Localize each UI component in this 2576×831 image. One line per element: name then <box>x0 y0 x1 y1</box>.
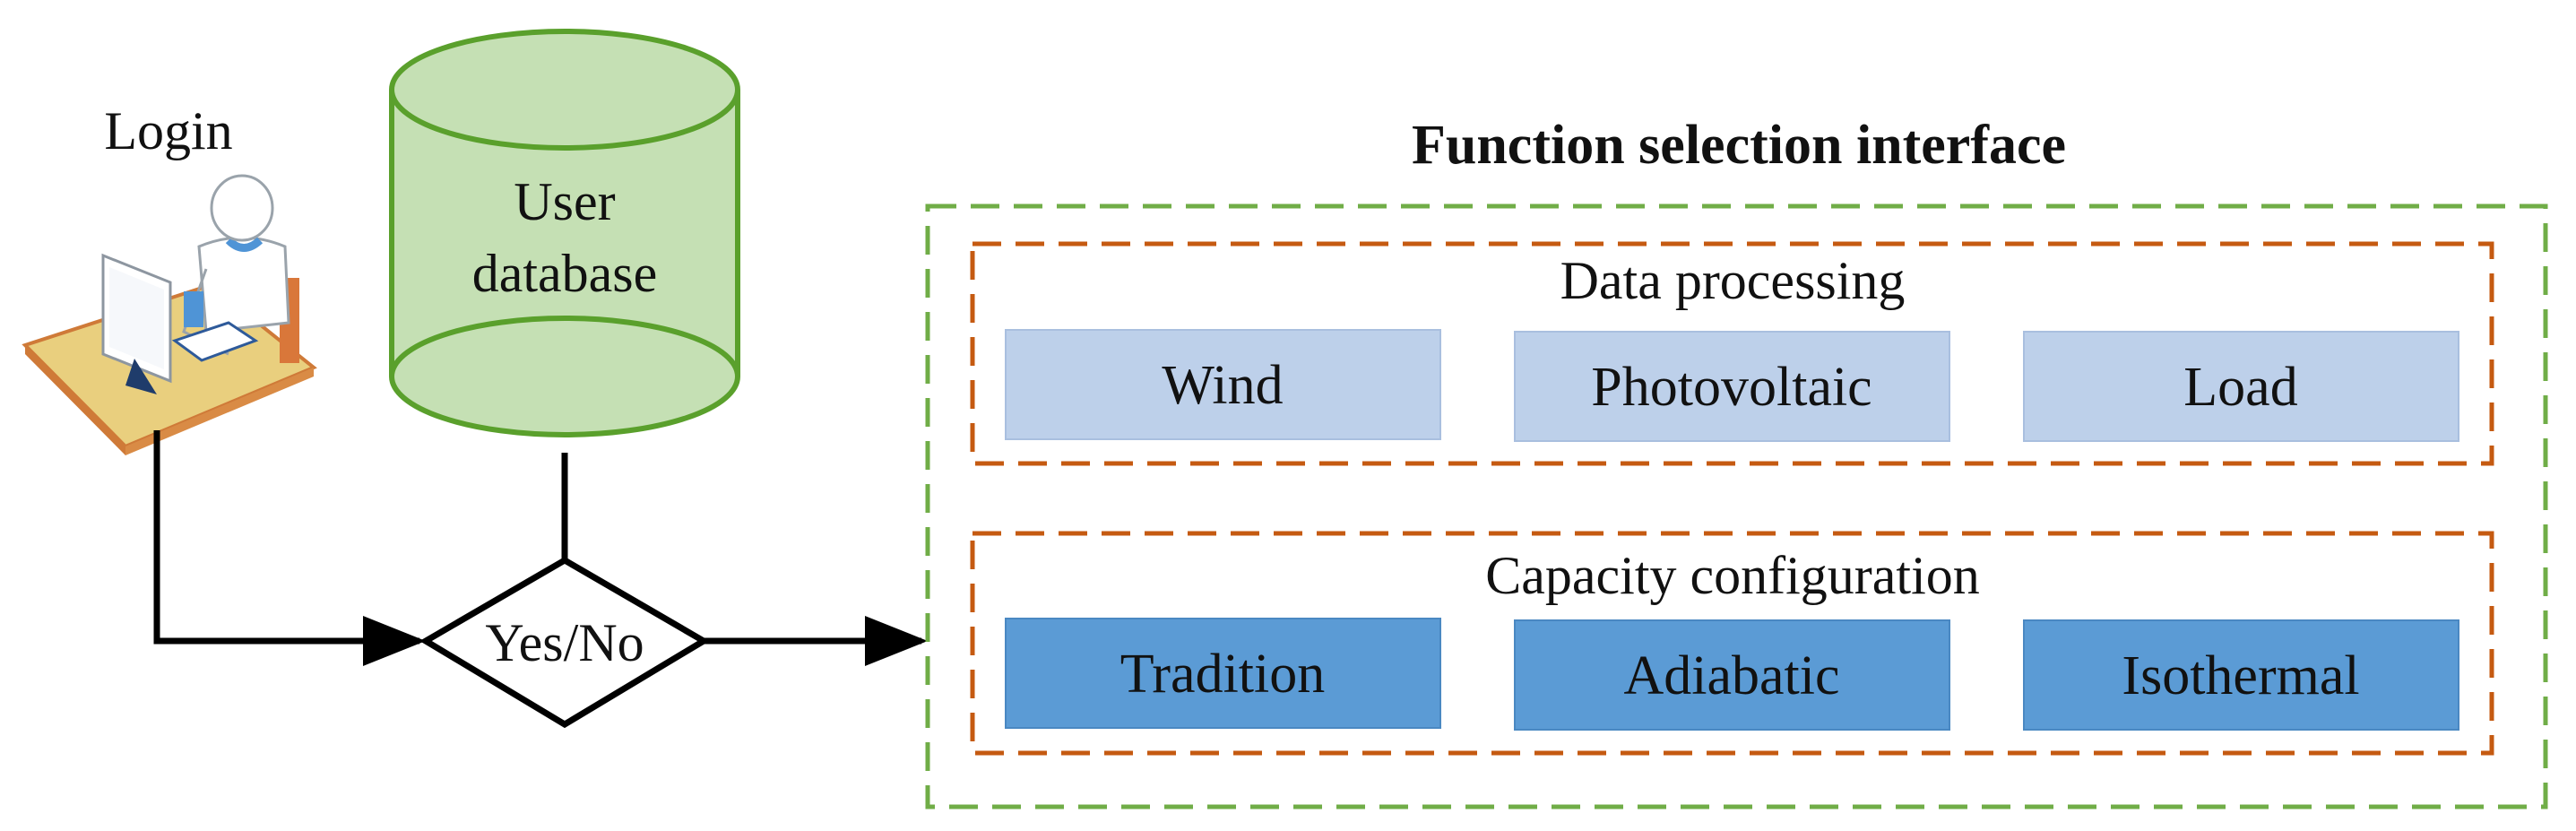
data-processing-group <box>970 241 2494 466</box>
capacity-configuration-group <box>970 531 2494 756</box>
tradition-label: Tradition <box>1120 644 1326 705</box>
decision-label: Yes/No <box>485 613 644 672</box>
data-processing-item-wind[interactable]: Wind <box>1005 329 1441 440</box>
user-database-cylinder <box>389 29 740 437</box>
database-label-line1: User <box>514 172 615 231</box>
data-processing-title: Data processing <box>1560 251 1906 310</box>
function-selection-container <box>925 203 2548 809</box>
capacity-configuration-title: Capacity configuration <box>1485 546 1979 605</box>
yes-no-decision <box>419 556 710 729</box>
photovoltaic-label: Photovoltaic <box>1591 357 1871 418</box>
wind-label: Wind <box>1162 355 1283 416</box>
login-to-decision-arrow <box>153 430 426 666</box>
database-label-line2: database <box>472 244 658 303</box>
interface-title: Function selection interface <box>1412 115 2066 176</box>
data-processing-item-load[interactable]: Load <box>2023 331 2459 442</box>
user-at-computer-icon <box>22 174 317 455</box>
capacity-item-isothermal[interactable]: Isothermal <box>2023 619 2459 731</box>
isothermal-label: Isothermal <box>2122 645 2359 706</box>
login-label: Login <box>104 101 232 160</box>
capacity-item-tradition[interactable]: Tradition <box>1005 618 1441 729</box>
load-label: Load <box>2183 357 2297 418</box>
adiabatic-label: Adiabatic <box>1623 645 1839 706</box>
capacity-item-adiabatic[interactable]: Adiabatic <box>1514 619 1950 731</box>
data-processing-item-photovoltaic[interactable]: Photovoltaic <box>1514 331 1950 442</box>
